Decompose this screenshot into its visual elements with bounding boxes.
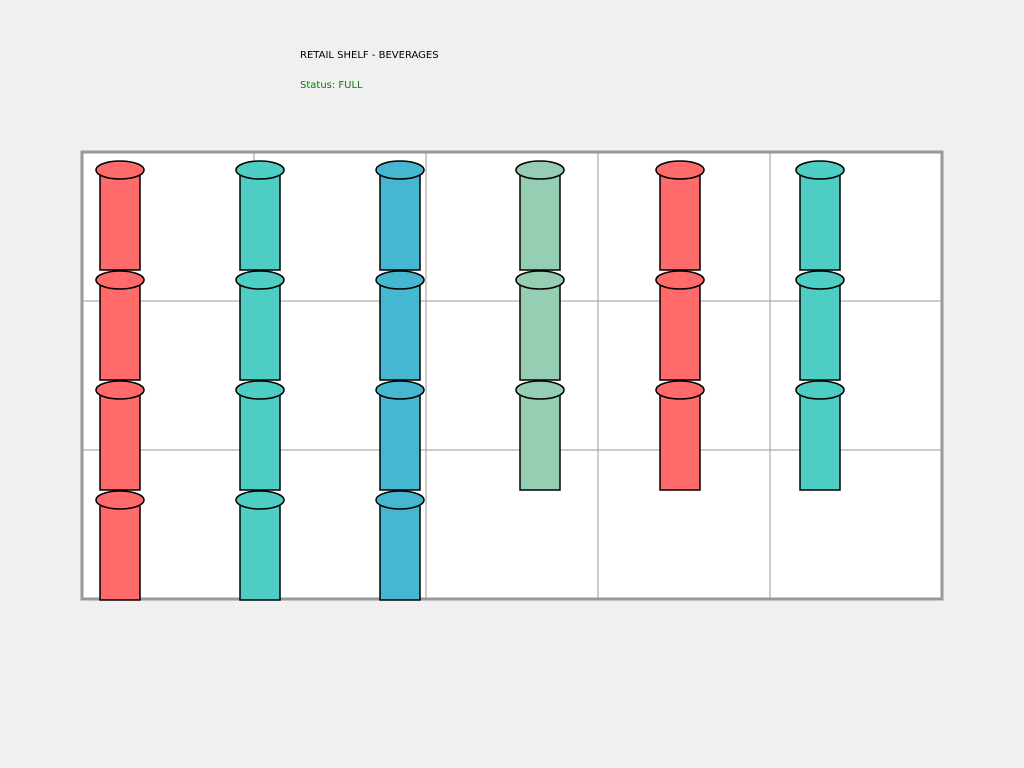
beverage-can: [95, 490, 145, 601]
can-top: [235, 380, 285, 400]
can-top: [515, 270, 565, 290]
beverage-can: [95, 270, 145, 381]
can-top: [95, 160, 145, 180]
beverage-can: [235, 160, 285, 271]
can-body: [379, 279, 421, 381]
can-body: [799, 169, 841, 271]
can-body: [519, 169, 561, 271]
shelf-background: [82, 152, 942, 599]
can-body: [239, 499, 281, 601]
can-body: [519, 389, 561, 491]
can-body: [379, 499, 421, 601]
beverage-can: [235, 380, 285, 491]
shelf-title: RETAIL SHELF - BEVERAGES: [300, 50, 439, 61]
beverage-can: [515, 270, 565, 381]
can-top: [95, 490, 145, 510]
beverage-can: [375, 160, 425, 271]
beverage-can: [795, 380, 845, 491]
can-body: [99, 169, 141, 271]
can-body: [99, 499, 141, 601]
beverage-can: [795, 270, 845, 381]
can-body: [99, 389, 141, 491]
can-body: [799, 389, 841, 491]
beverage-can: [795, 160, 845, 271]
can-body: [659, 279, 701, 381]
beverage-can: [375, 490, 425, 601]
can-top: [235, 490, 285, 510]
can-body: [519, 279, 561, 381]
can-top: [235, 270, 285, 290]
beverage-can: [375, 380, 425, 491]
can-top: [375, 160, 425, 180]
can-body: [379, 389, 421, 491]
beverage-can: [515, 160, 565, 271]
can-top: [375, 490, 425, 510]
can-body: [239, 169, 281, 271]
can-body: [379, 169, 421, 271]
can-top: [795, 380, 845, 400]
beverage-can: [375, 270, 425, 381]
can-top: [95, 380, 145, 400]
can-top: [375, 270, 425, 290]
can-top: [655, 270, 705, 290]
can-top: [95, 270, 145, 290]
can-body: [239, 279, 281, 381]
cans-layer: [95, 160, 845, 601]
beverage-can: [235, 490, 285, 601]
beverage-can: [515, 380, 565, 491]
can-top: [375, 380, 425, 400]
can-body: [799, 279, 841, 381]
can-top: [655, 380, 705, 400]
can-body: [99, 279, 141, 381]
beverage-can: [95, 380, 145, 491]
can-top: [515, 380, 565, 400]
can-top: [515, 160, 565, 180]
beverage-can: [95, 160, 145, 271]
can-body: [659, 169, 701, 271]
beverage-can: [655, 270, 705, 381]
beverage-can: [655, 160, 705, 271]
beverage-can: [235, 270, 285, 381]
can-body: [239, 389, 281, 491]
can-top: [235, 160, 285, 180]
shelf-border: [80, 150, 944, 601]
can-top: [795, 270, 845, 290]
can-top: [655, 160, 705, 180]
beverage-can: [655, 380, 705, 491]
can-top: [795, 160, 845, 180]
status-text: Status: FULL: [300, 80, 363, 91]
can-body: [659, 389, 701, 491]
shelf-frame: [80, 150, 944, 601]
